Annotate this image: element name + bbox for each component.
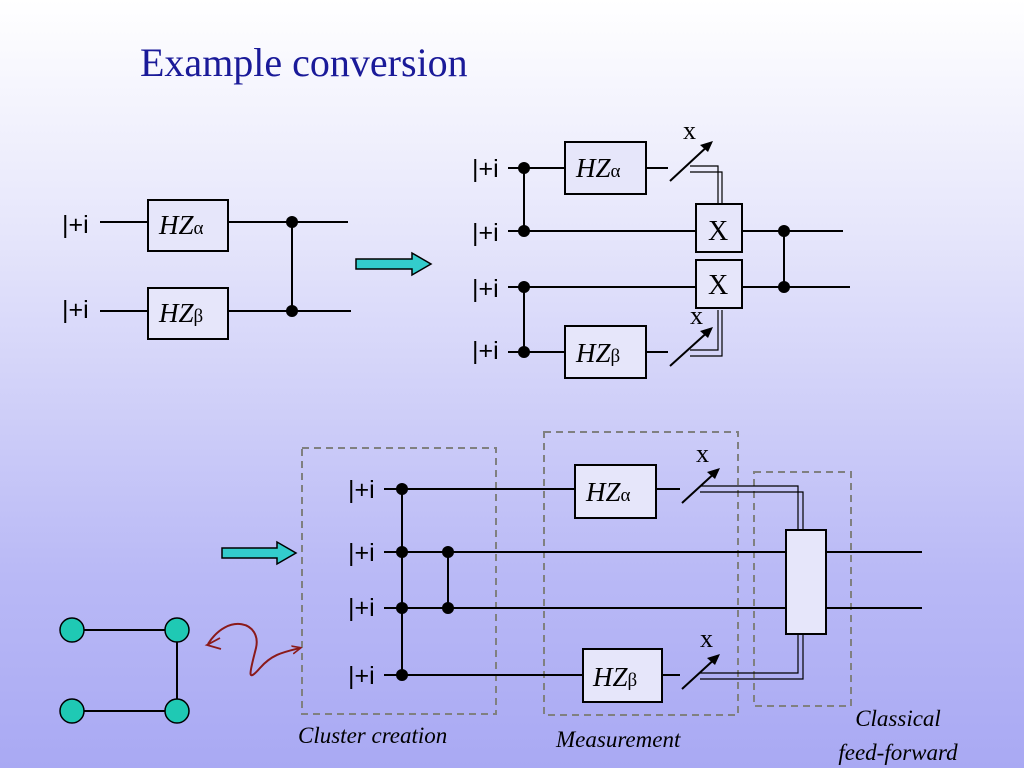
classical-double-wire (700, 485, 804, 680)
control-dot (286, 216, 298, 228)
ket-plus-label: |+i (62, 211, 89, 239)
hz-alpha-gate (574, 464, 657, 519)
measurement-label: x (690, 301, 703, 330)
conversion-arrow (355, 251, 433, 277)
ket-plus-label: |+i (472, 219, 499, 247)
hz-alpha-label: HZα (575, 153, 621, 183)
ket-plus-label: |+i (472, 275, 499, 303)
control-dot (442, 602, 454, 614)
control-dot (396, 669, 408, 681)
measurement-region (543, 431, 739, 716)
control-dot (442, 546, 454, 558)
hz-beta-gate (564, 325, 647, 379)
x-correction-gate (695, 203, 743, 253)
conversion-arrow (221, 540, 298, 566)
ket-plus-label: |+i (62, 296, 89, 324)
squiggle-arrowhead-icon (204, 637, 222, 650)
hz-beta-label: HZβ (158, 298, 203, 328)
original-circuit: |+i |+i HZα HZβ (62, 199, 351, 340)
feed-forward-caption: feed-forward (838, 740, 958, 765)
ket-plus-label: |+i (348, 662, 375, 690)
correspondence-squiggle-arrow (207, 623, 300, 677)
ket-plus-label: |+i (472, 155, 499, 183)
hz-beta-gate (147, 287, 229, 340)
graph-node (164, 698, 190, 724)
measurement-caption: Measurement (555, 727, 681, 752)
classical-double-wire (690, 165, 723, 357)
control-dot (518, 281, 530, 293)
hz-beta-label: HZβ (575, 338, 620, 368)
converted-circuit: |+i |+i |+i |+i HZα HZβ (472, 116, 850, 379)
page-title: Example conversion (140, 40, 468, 85)
classical-caption: Classical (855, 706, 941, 731)
meter-arrowhead-icon (700, 327, 713, 338)
ket-plus-label: |+i (348, 539, 375, 567)
graph-node (164, 617, 190, 643)
ket-plus-label: |+i (348, 594, 375, 622)
cluster-creation-region (301, 447, 497, 715)
measurement-label: x (696, 439, 709, 468)
control-dot (396, 602, 408, 614)
control-dot (396, 483, 408, 495)
cluster-creation-caption: Cluster creation (298, 723, 447, 748)
feed-forward-region (753, 471, 852, 707)
control-dot (518, 346, 530, 358)
meter-arrowhead-icon (707, 468, 720, 479)
measurement-meter-icon (669, 328, 712, 367)
control-dot (396, 546, 408, 558)
graph-node (59, 698, 85, 724)
graph-node (59, 617, 85, 643)
x-correction-gate (695, 259, 743, 309)
control-dot (778, 281, 790, 293)
ket-plus-label: |+i (348, 476, 375, 504)
hz-alpha-gate (147, 199, 229, 252)
measurement-meter-icon (669, 142, 712, 182)
ket-plus-label: |+i (472, 337, 499, 365)
meter-arrowhead-icon (707, 654, 720, 665)
control-dot (778, 225, 790, 237)
control-dot (286, 305, 298, 317)
feed-forward-gate (785, 529, 827, 635)
measurement-label: x (700, 624, 713, 653)
hz-beta-gate (582, 648, 663, 703)
control-dot (518, 162, 530, 174)
hz-alpha-gate (564, 141, 647, 195)
hz-beta-label: HZβ (592, 662, 637, 692)
x-gate-label: X (708, 270, 728, 301)
hz-alpha-label: HZα (585, 477, 631, 507)
control-dot (518, 225, 530, 237)
x-gate-label: X (708, 216, 728, 247)
cluster-circuit: |+i |+i |+i |+i HZα HZβ (348, 439, 922, 703)
hz-alpha-label: HZα (158, 210, 204, 240)
measurement-label: x (683, 116, 696, 145)
cluster-graph (59, 617, 190, 724)
meter-arrowhead-icon (700, 141, 713, 152)
